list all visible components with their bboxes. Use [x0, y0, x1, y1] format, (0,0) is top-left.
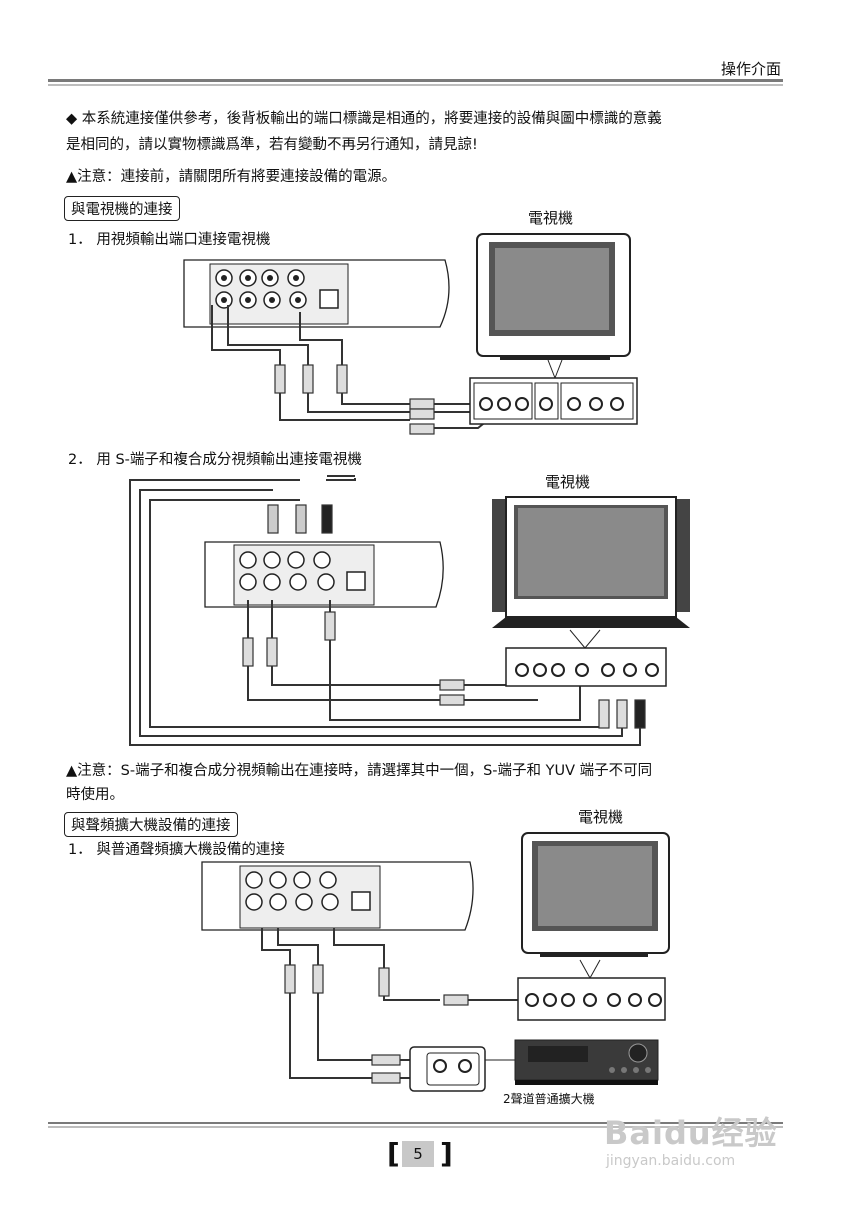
caution-power: ▲注意：連接前，請關閉所有將要連接設備的電源。 [66, 169, 397, 185]
tv-label-3: 電視機 [578, 808, 624, 826]
tv-step-2: 2． 用 S-端子和複合成分視頻輸出連接電視機 [68, 452, 362, 468]
header-rule-light [48, 84, 783, 86]
tv-label-2: 電視機 [545, 473, 591, 491]
notice-line-2: 是相同的，請以實物標識爲準，若有變動不再另行通知，請見諒! [66, 137, 478, 153]
section-header: 操作介面 [720, 60, 781, 78]
audio-section-title: 與聲頻擴大機設備的連接 [64, 812, 238, 837]
header-rule [48, 79, 783, 82]
page-bracket-close: ] [440, 1137, 453, 1170]
notice-line-1: ◆ 本系統連接僅供參考，後背板輸出的端口標識是相通的，將要連接的設備與圖中標識的… [66, 111, 662, 127]
footer-rule-light [48, 1126, 783, 1128]
caution-s-terminal-1: ▲注意：S-端子和複合成分視頻輸出在連接時，請選擇其中一個，S-端子和 YUV … [66, 763, 653, 779]
page-number: 5 [402, 1141, 434, 1167]
footer-rule [48, 1122, 783, 1124]
tv-step-1: 1． 用視頻輸出端口連接電視機 [68, 232, 271, 248]
amplifier-label: 2聲道普通擴大機 [503, 1092, 595, 1106]
tv-section-title: 與電視機的連接 [64, 196, 180, 221]
caution-s-terminal-2: 時使用。 [66, 787, 124, 803]
tv-label-1: 電視機 [528, 209, 574, 227]
audio-step-1: 1． 與普通聲頻擴大機設備的連接 [68, 842, 285, 858]
watermark-brand: Baidu经验 [604, 1114, 778, 1152]
page-bracket-open: [ [387, 1137, 400, 1170]
watermark-url: jingyan.baidu.com [606, 1153, 736, 1169]
